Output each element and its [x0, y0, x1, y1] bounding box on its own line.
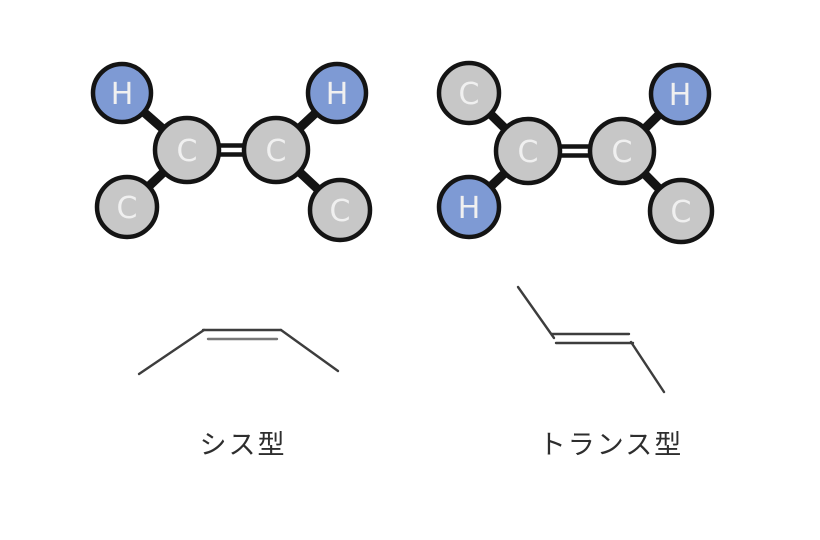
atom-symbol: C [459, 77, 480, 112]
atom-circle-carbon [493, 116, 563, 186]
cis-molecule: H H C C C C [90, 61, 373, 243]
atom-circle-carbon [647, 177, 715, 245]
atom-circle-hydrogen [436, 174, 502, 240]
caption-trans: トランス型 [538, 430, 684, 460]
cis-atoms: H H C C C C [90, 61, 373, 243]
atom-circle-hydrogen [648, 62, 712, 126]
atom-symbol: C [330, 194, 351, 229]
skeletal-bond [629, 340, 666, 394]
atom-symbol: C [117, 191, 138, 226]
atom-symbol: C [266, 134, 287, 169]
atom-symbol: C [612, 135, 633, 170]
cis-skeletal-formula [137, 328, 340, 376]
atom-symbol: C [518, 135, 539, 170]
trans-atoms: C H C C H C [436, 60, 715, 245]
atom-circle-hydrogen [90, 61, 154, 125]
atom-circle-hydrogen [305, 61, 369, 125]
atom-symbol: H [458, 191, 481, 226]
atom-symbol: H [111, 77, 134, 112]
trans-skeletal-formula [516, 285, 666, 394]
skeletal-bond [137, 328, 206, 376]
atom-circle-carbon [241, 115, 311, 185]
atom-symbol: C [177, 134, 198, 169]
atom-circle-carbon [307, 177, 373, 243]
atom-symbol: C [671, 195, 692, 230]
atom-circle-carbon [436, 60, 502, 126]
caption-cis: シス型 [199, 430, 287, 460]
atom-symbol: H [326, 77, 349, 112]
atom-circle-carbon [152, 115, 222, 185]
skeletal-bond [279, 328, 340, 373]
atom-symbol: H [669, 78, 692, 113]
atom-circle-carbon [94, 174, 160, 240]
atom-circle-carbon [587, 116, 657, 186]
trans-molecule: C H C C H C [436, 60, 715, 245]
skeletal-bond [516, 285, 556, 340]
